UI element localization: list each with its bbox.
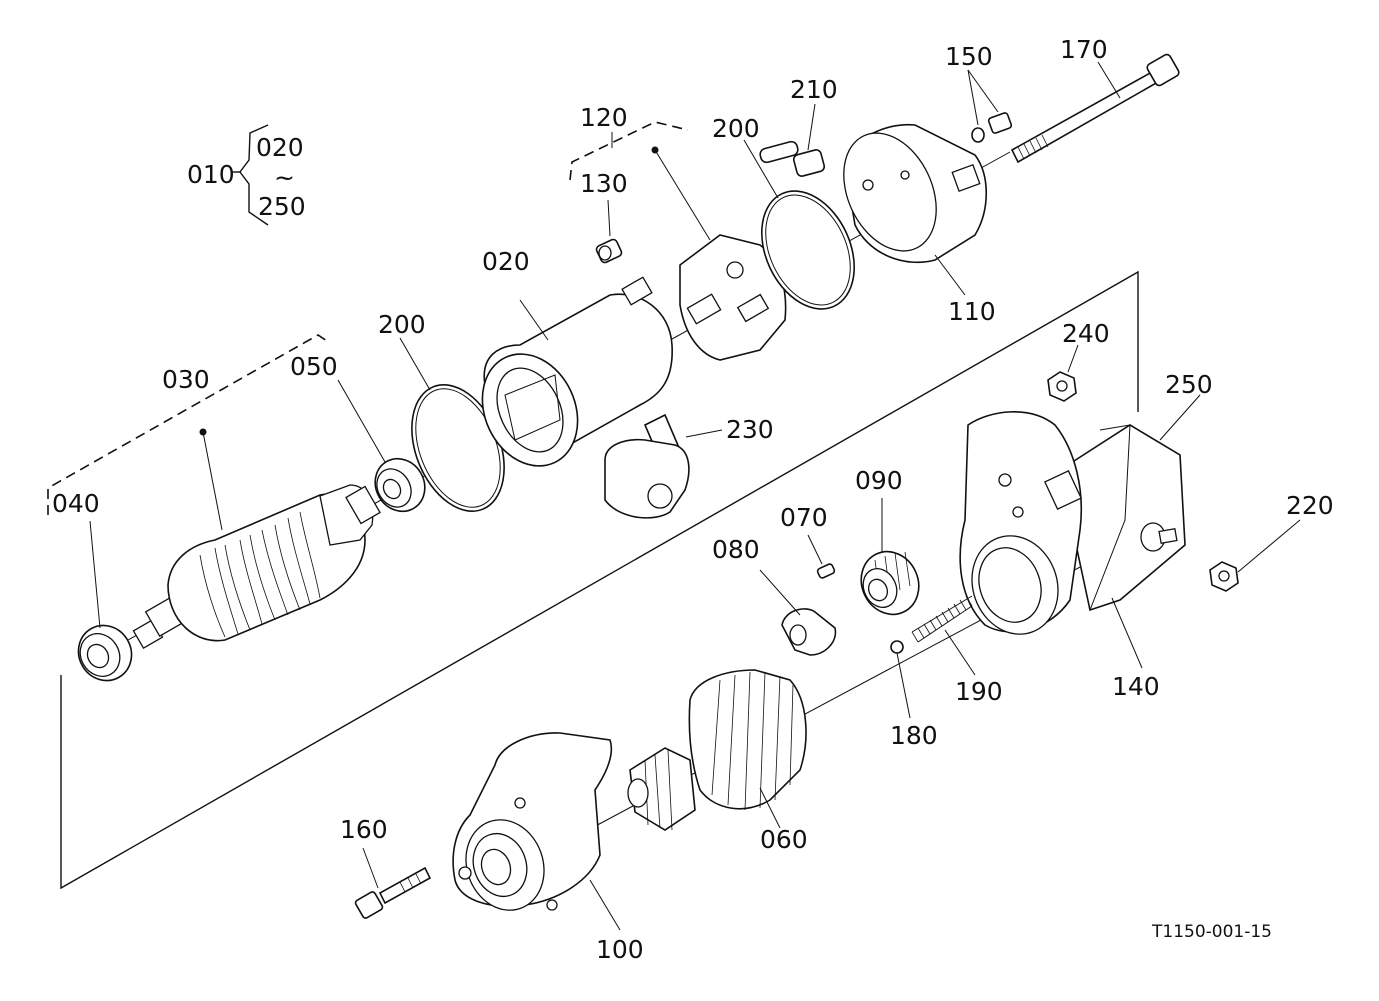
through-bolt-170: 170 (1010, 35, 1180, 164)
part-120-label: 120 (580, 103, 628, 132)
armature-030 (132, 484, 381, 650)
armature-group-bracket: 030 (47, 334, 331, 531)
range-mark: ~ (274, 163, 295, 192)
part-060-label: 060 (760, 825, 808, 854)
part-030-label: 030 (162, 365, 210, 394)
part-240-label: 240 (1062, 319, 1110, 348)
part-230-label: 230 (726, 415, 774, 444)
part-050-label: 050 (290, 352, 338, 381)
yoke-020: 020 (481, 247, 673, 467)
part-080-label: 080 (712, 535, 760, 564)
part-220-label: 220 (1286, 491, 1334, 520)
part-130-label: 130 (580, 169, 628, 198)
gear-090: 090 (855, 466, 920, 616)
part-200-left-label: 200 (378, 310, 426, 339)
drawing-code: T1150-001-15 (1151, 922, 1272, 942)
part-200-right-label: 200 (712, 114, 760, 143)
spring-190: 190 (911, 595, 1003, 706)
part-250-label: 250 (1165, 370, 1213, 399)
assembly-group-bracket: 010 020 ~ 250 (187, 124, 306, 226)
range-start-label: 020 (256, 133, 304, 162)
assembly-label: 010 (187, 160, 235, 189)
part-160-label: 160 (340, 815, 388, 844)
terminal-boot-230: 230 (604, 413, 774, 519)
part-090-label: 090 (855, 466, 903, 495)
nut-240: 240 (1047, 319, 1110, 402)
magnetic-switch-250: 250 (1059, 370, 1213, 612)
part-180-label: 180 (890, 721, 938, 750)
brush-holder-120: 120 (569, 103, 787, 361)
o-ring-200-right: 200 (712, 114, 856, 310)
nut-220: 220 (1209, 491, 1334, 592)
bearing-050: 050 (290, 352, 426, 513)
bearing-040: 040 (52, 489, 133, 682)
ball-180: 180 (890, 640, 938, 750)
screw-washer-150: 150 (945, 42, 1013, 143)
range-end-label: 250 (258, 192, 306, 221)
part-210-label: 210 (790, 75, 838, 104)
part-170-label: 170 (1060, 35, 1108, 64)
part-190-label: 190 (955, 677, 1003, 706)
part-020-label: 020 (482, 247, 530, 276)
part-140-label: 140 (1112, 672, 1160, 701)
o-ring-200-left: 200 (378, 310, 505, 512)
part-110-label: 110 (948, 297, 996, 326)
part-150-label: 150 (945, 42, 993, 71)
assembly-enclosure-outline (60, 270, 1139, 890)
plug-130: 130 (580, 169, 628, 264)
overrunning-clutch-060: 060 (627, 669, 808, 854)
retainer-080: 080 (712, 535, 837, 656)
pin-210: 210 (759, 75, 838, 177)
rear-cover-110: 110 (843, 123, 996, 326)
bolt-160: 160 (340, 815, 432, 919)
part-070-label: 070 (780, 503, 828, 532)
drive-housing-100: 100 (452, 732, 644, 964)
part-100-label: 100 (596, 935, 644, 964)
part-040-label: 040 (52, 489, 100, 518)
pin-070: 070 (780, 503, 836, 579)
center-housing-140: 140 (959, 411, 1160, 701)
